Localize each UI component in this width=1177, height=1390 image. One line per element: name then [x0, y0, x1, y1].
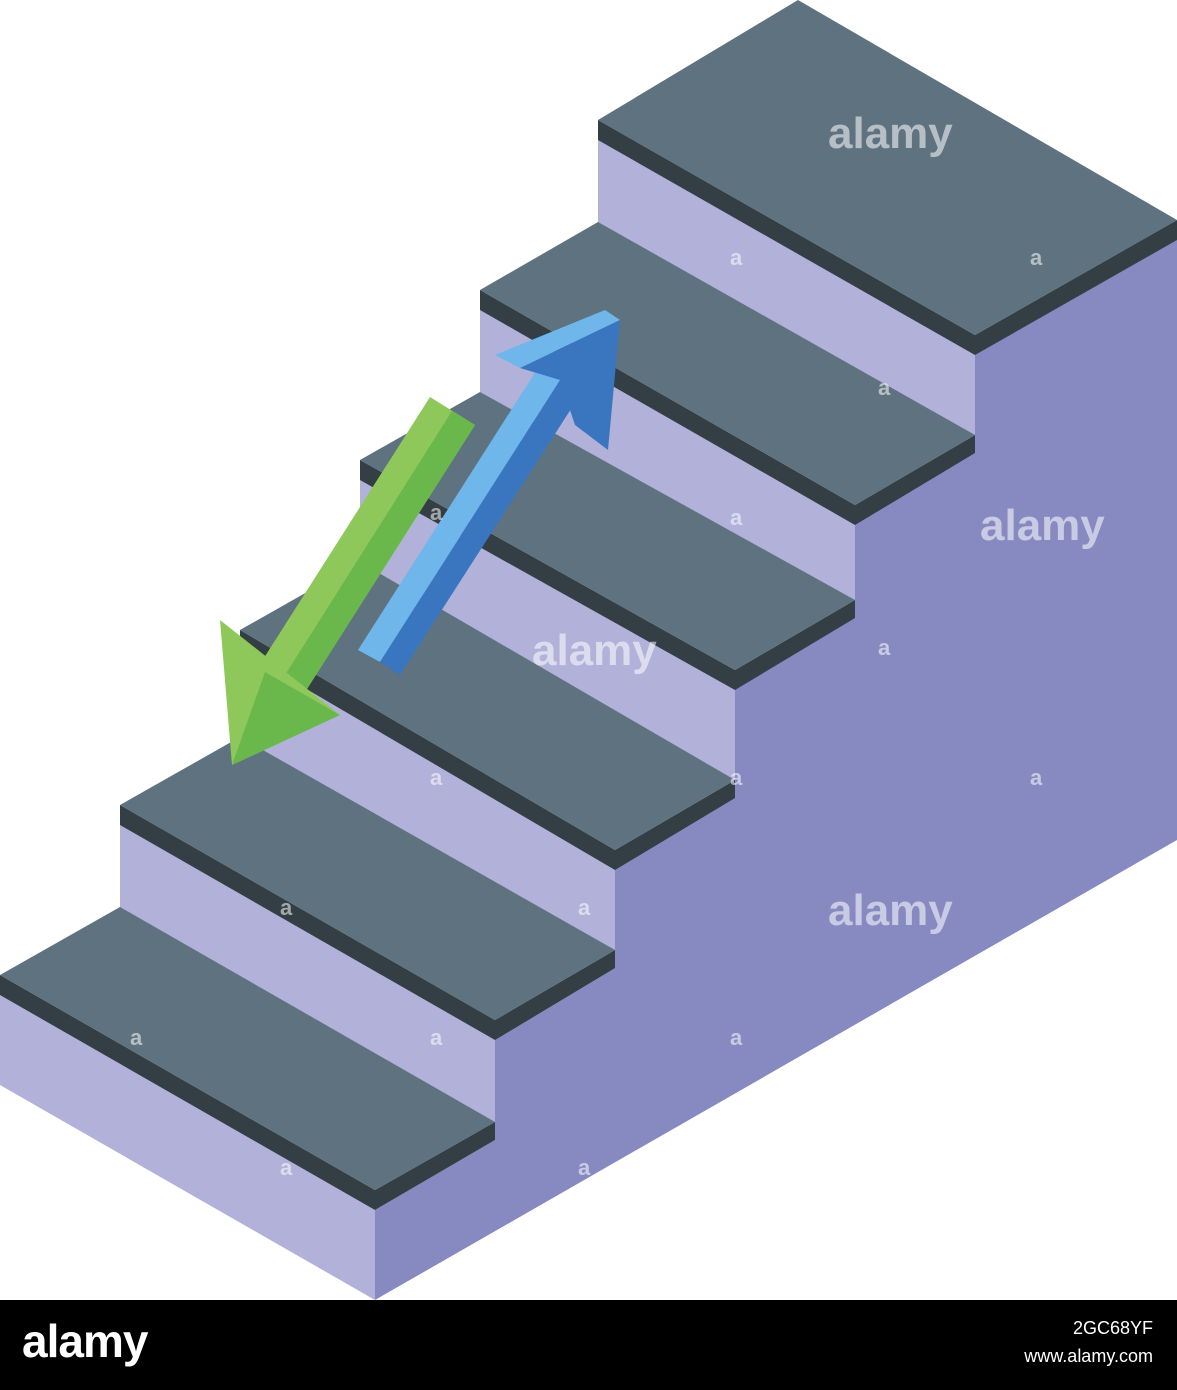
watermark-small-mark: a	[730, 1025, 743, 1050]
staircase-illustration: alamy alamy alamy alamy a a a a a a a a …	[0, 0, 1177, 1300]
watermark-small-mark: a	[430, 765, 443, 790]
footer-image-id: 2GC68YF	[1072, 1318, 1153, 1338]
watermark-small-mark: a	[1030, 245, 1043, 270]
watermark-small-mark: a	[1030, 765, 1043, 790]
tread-2	[120, 737, 615, 1020]
tread-3	[240, 562, 735, 850]
watermark-logo: alamy	[828, 109, 953, 158]
tread-1	[0, 907, 495, 1190]
tread-5	[480, 222, 975, 505]
watermark-small-mark: a	[730, 505, 743, 530]
footer-url: www.alamy.com	[1024, 1346, 1153, 1366]
tread-6-top	[598, 0, 1177, 335]
arrow-up-icon	[358, 310, 620, 675]
watermark-small-mark: a	[430, 500, 443, 525]
watermark-logo: alamy	[828, 886, 953, 935]
watermark-small-mark: a	[878, 635, 891, 660]
watermark-small-mark: a	[878, 375, 891, 400]
watermark-small-mark: a	[578, 1155, 591, 1180]
arrow-down-icon	[220, 397, 475, 765]
watermark-small-mark: a	[280, 1155, 293, 1180]
staircase-treads	[0, 0, 1177, 1190]
watermark-layer: alamy alamy alamy alamy a a a a a a a a …	[130, 109, 1105, 1180]
staircase-side-wall	[375, 230, 1177, 1300]
watermark-small-mark: a	[730, 245, 743, 270]
watermark-logo: alamy	[980, 501, 1105, 550]
watermark-logo: alamy	[532, 626, 657, 675]
watermark-small-mark: a	[578, 895, 591, 920]
watermark-small-mark: a	[130, 1025, 143, 1050]
footer-logo: alamy	[22, 1315, 148, 1367]
footer-bar: alamy 2GC68YF www.alamy.com	[0, 1300, 1177, 1390]
watermark-small-mark: a	[430, 1025, 443, 1050]
watermark-small-mark: a	[730, 765, 743, 790]
watermark-small-mark: a	[280, 895, 293, 920]
